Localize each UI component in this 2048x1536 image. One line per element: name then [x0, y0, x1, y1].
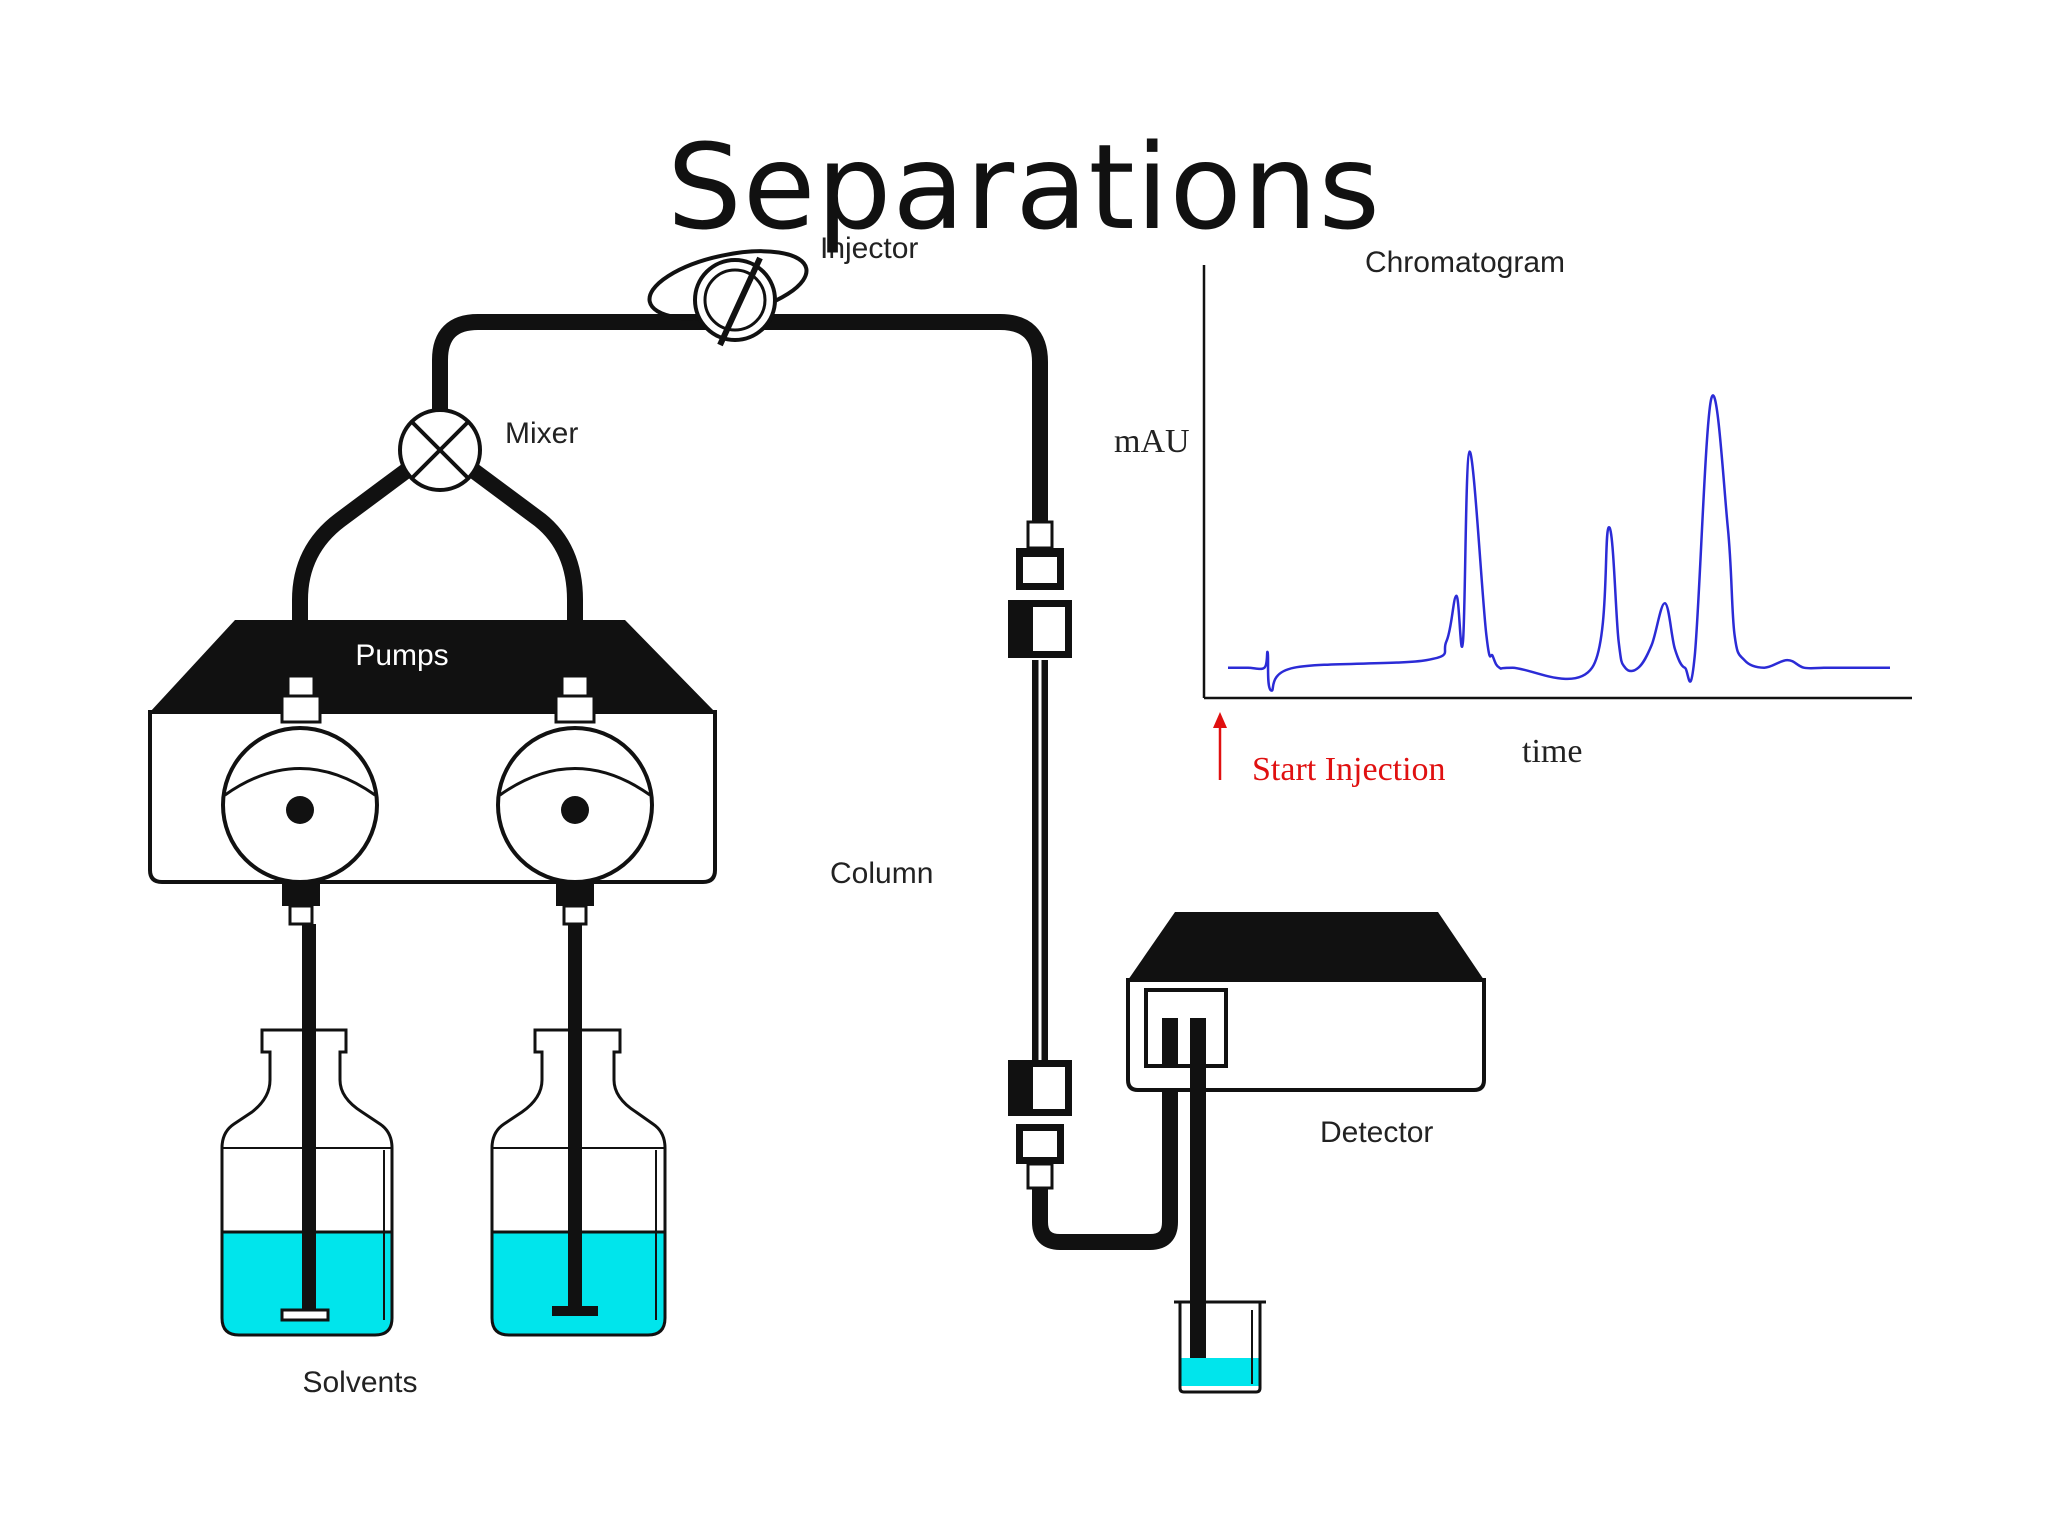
start-injection-marker: [1213, 712, 1227, 780]
mixer-label: Mixer: [505, 417, 578, 450]
y-axis-label: mAU: [1114, 423, 1190, 460]
chromatogram-trace: [1228, 394, 1890, 692]
chart-title: Chromatogram: [1365, 246, 1565, 279]
detector: [1126, 912, 1486, 1378]
waste-beaker: [1174, 1300, 1266, 1394]
solvent-bottle-2: [490, 924, 667, 1337]
detector-label: Detector: [1320, 1116, 1433, 1149]
pumps-label: Pumps: [355, 639, 448, 672]
column: [1008, 520, 1072, 1190]
pump-head-1: [221, 674, 379, 926]
chromatogram-chart: Chromatogram mAU time Start Injection: [1114, 246, 1912, 788]
pump-head-2: [496, 674, 654, 926]
slide-title: Separations: [666, 118, 1382, 256]
start-injection-label: Start Injection: [1252, 751, 1446, 788]
mixer: [398, 408, 482, 492]
injector-valve: [647, 249, 809, 347]
pump-unit: [148, 620, 717, 926]
column-label: Column: [830, 857, 933, 890]
solvents-label: Solvents: [302, 1366, 417, 1399]
x-axis-label: time: [1522, 733, 1582, 770]
solvent-bottle-1: [220, 924, 394, 1337]
injector-label: Injector: [820, 232, 918, 265]
